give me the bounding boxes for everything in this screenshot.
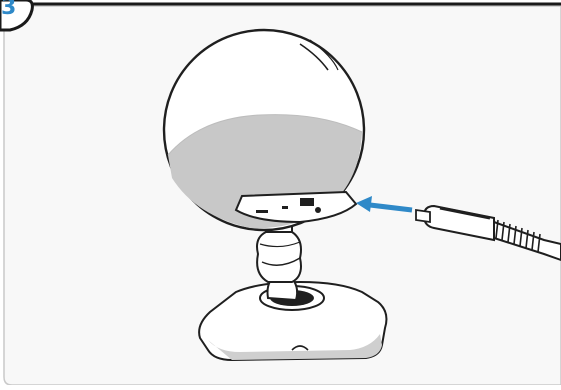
insert-arrow-icon <box>356 196 413 213</box>
step-number: 3 <box>1 0 16 20</box>
camera-sphere <box>162 28 366 232</box>
step-badge <box>0 0 34 32</box>
micro-usb-cable <box>415 204 561 262</box>
usb-port-icon <box>300 198 314 206</box>
